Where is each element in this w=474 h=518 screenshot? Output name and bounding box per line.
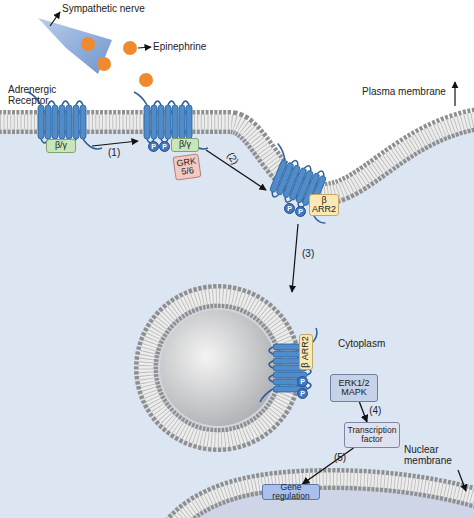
annotation-label: Adrenergic Receptor: [8, 84, 72, 106]
kinase-box: GRK5/6: [172, 153, 201, 180]
arrestin-box: β ARR2: [299, 334, 313, 370]
node-text: ERK1/2 MAPK: [331, 379, 377, 398]
annotation-label: Plasma membrane: [362, 86, 452, 97]
node-text: P: [162, 143, 167, 150]
node-text: P: [151, 143, 156, 150]
process-box: Transcription factor: [344, 422, 400, 448]
node-text: P: [287, 205, 292, 212]
node-text: Transcription factor: [345, 426, 399, 444]
annotation-label: Sympathetic nerve: [62, 3, 172, 14]
node-text: P: [298, 208, 303, 215]
node-text: β/γ: [55, 141, 67, 150]
protein-box: β/γ: [171, 138, 199, 152]
node-text: P: [300, 390, 305, 397]
phosphate-circle: P: [148, 141, 159, 152]
phosphate-circle: P: [297, 376, 308, 387]
annotation-label: Cytoplasm: [338, 338, 398, 349]
process-box: ERK1/2 MAPK: [330, 374, 378, 402]
annotation-label: (1): [108, 147, 128, 158]
annotation-label: (3): [302, 248, 322, 259]
node-text: P: [300, 378, 305, 385]
annotation-label: Epinephrine: [153, 41, 223, 52]
arrestin-box: β ARR2: [309, 194, 339, 216]
step-number: (4): [369, 405, 381, 416]
node-text: β ARR2: [310, 196, 338, 215]
node-text: β ARR2: [301, 336, 310, 368]
node-text: Gene regulation: [263, 483, 319, 501]
phosphate-circle: P: [295, 206, 306, 217]
phosphate-circle: P: [284, 203, 295, 214]
node-text: GRK5/6: [174, 156, 200, 178]
process-box: Gene regulation: [262, 484, 320, 500]
protein-box: β/γ: [46, 139, 76, 153]
phosphate-circle: P: [297, 388, 308, 399]
signal-arrow: [359, 402, 367, 422]
node-text: β/γ: [179, 140, 191, 149]
phosphate-circle: P: [159, 141, 170, 152]
signal-arrow: [302, 448, 353, 484]
step-number: (5): [334, 452, 346, 463]
annotation-label: Nuclear membrane: [404, 444, 466, 466]
